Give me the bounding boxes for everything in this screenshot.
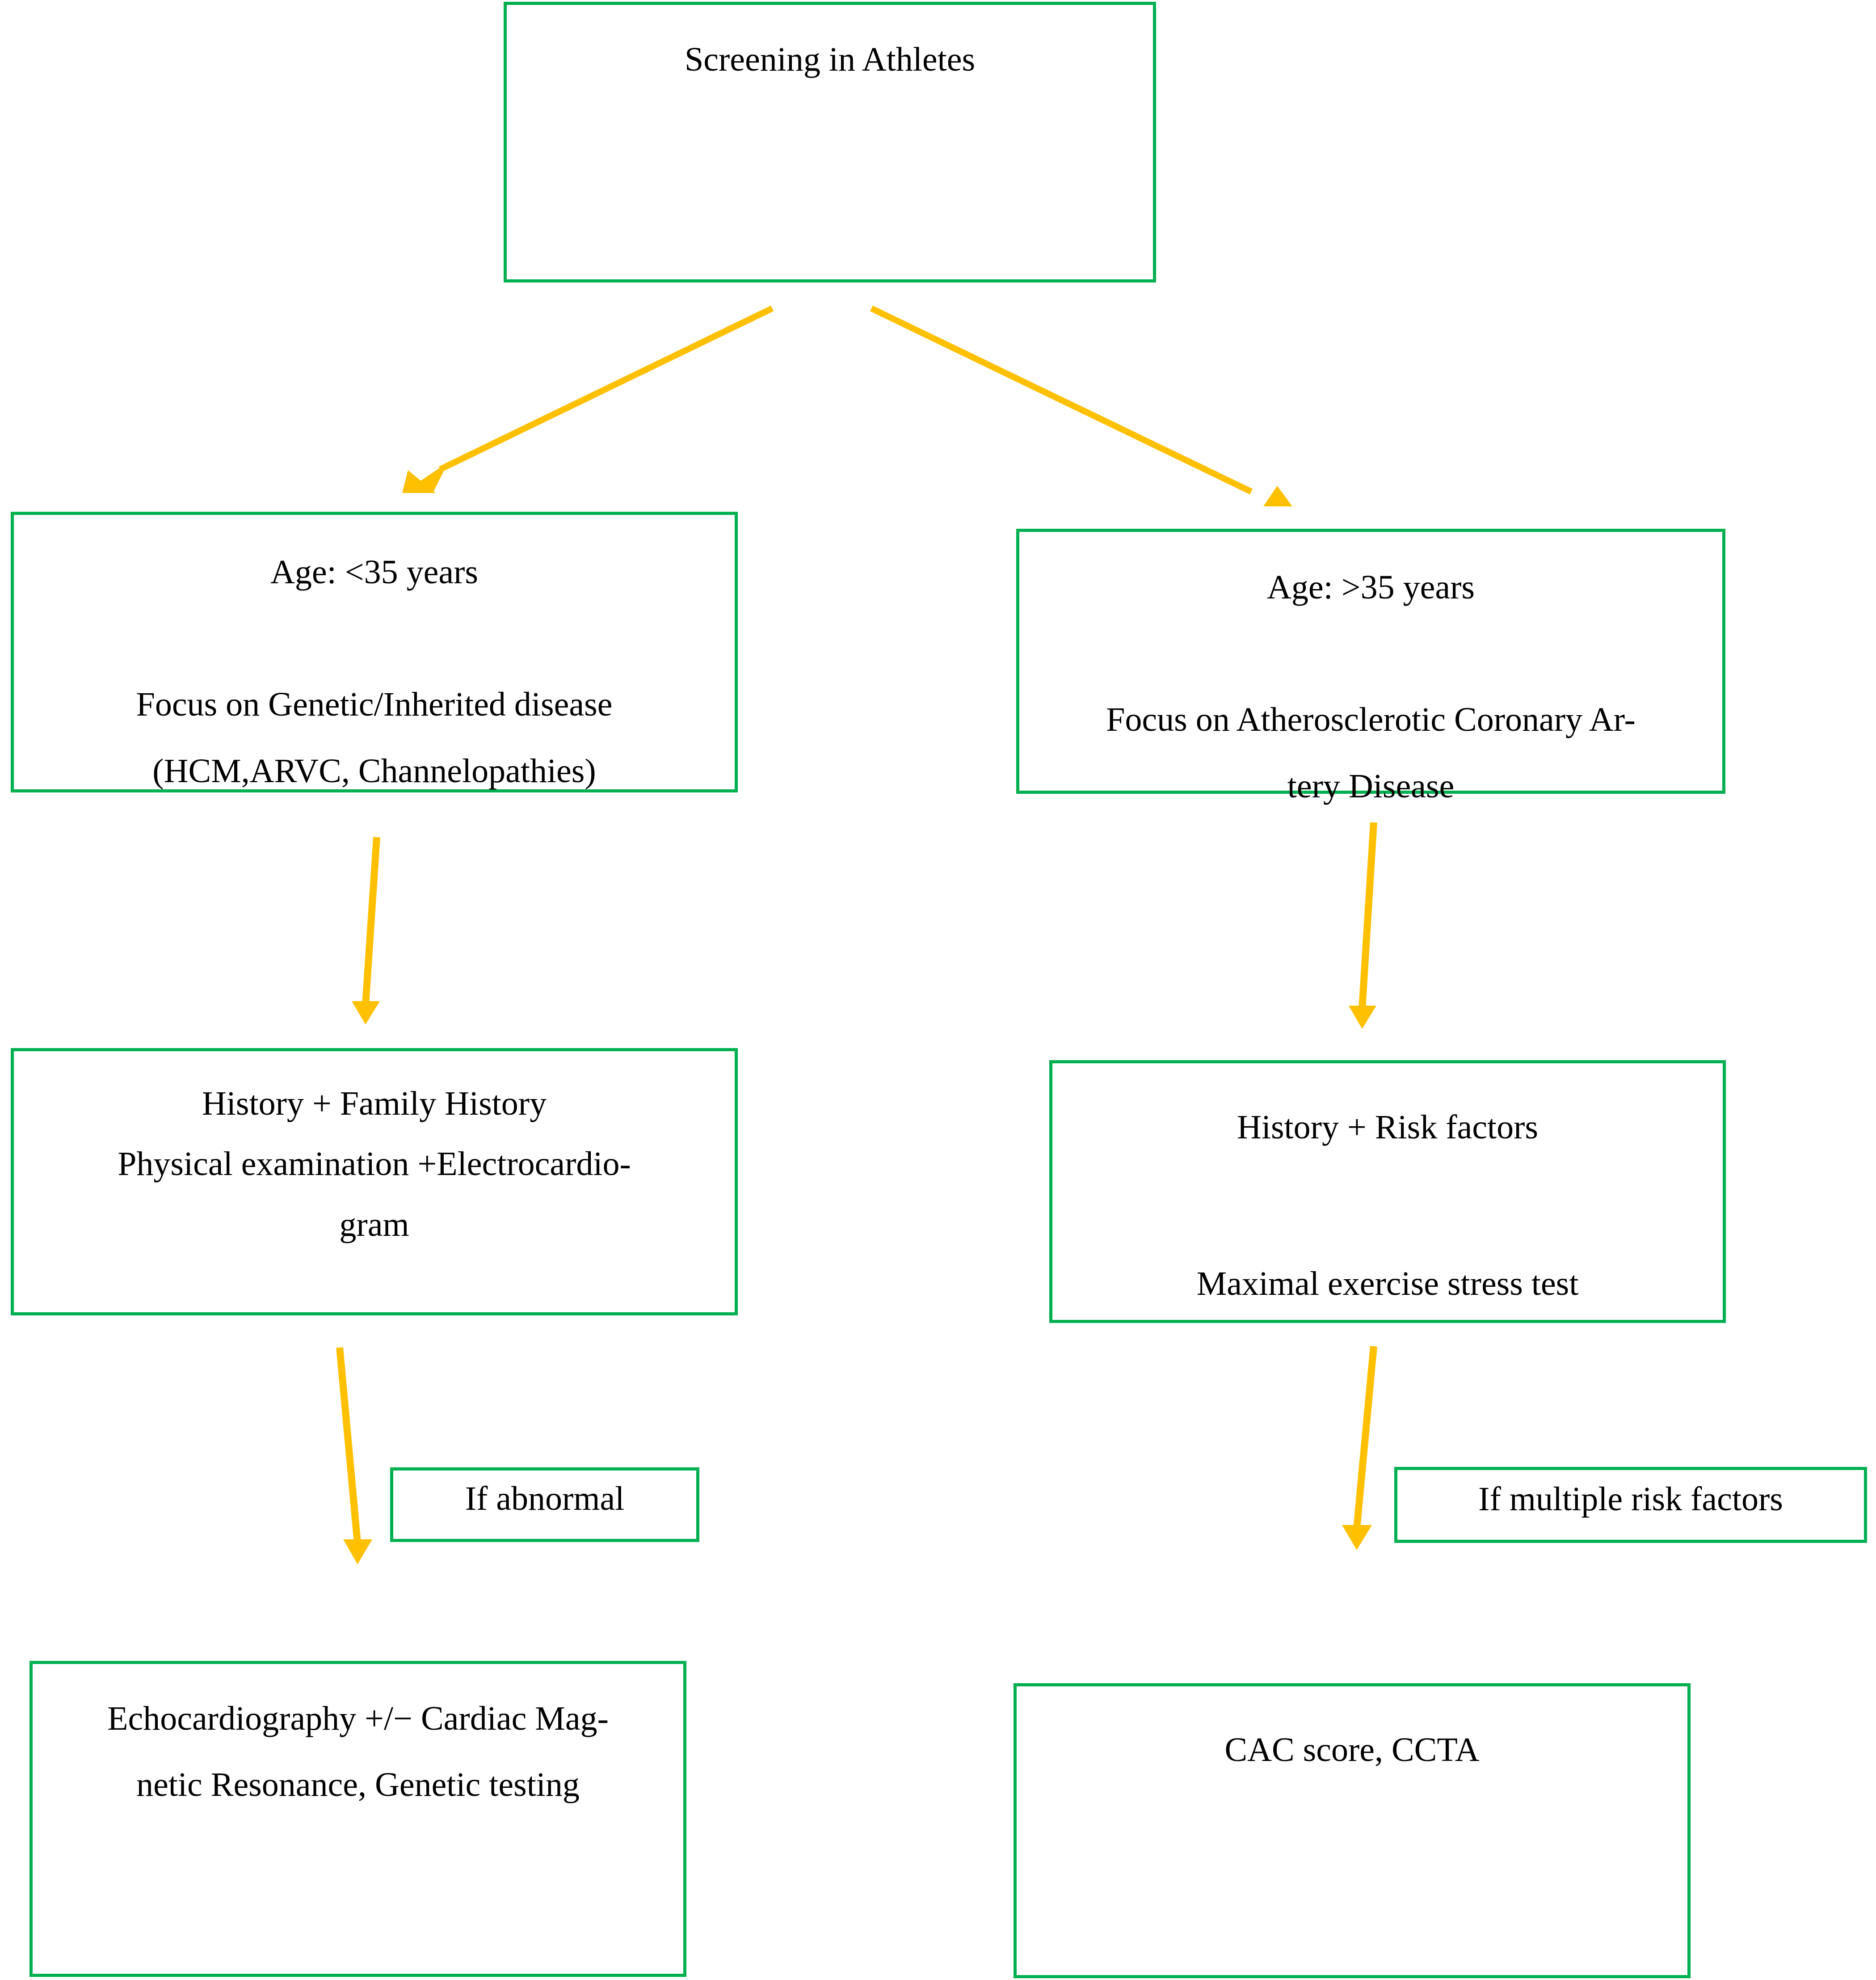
edge-left-evaluation-to-left-final [336, 1347, 372, 1564]
edge-age-over-35-to-right-evaluation [1349, 822, 1377, 1029]
node-condition-if-abnormal[interactable]: If abnormal [390, 1467, 699, 1542]
node-age-under-35[interactable]: Age: <35 years Focus on Genetic/Inherite… [11, 512, 738, 792]
node-left-evaluation[interactable]: History + Family History Physical examin… [11, 1048, 738, 1315]
node-condition-if-multiple-risk-factors[interactable]: If multiple risk factors [1394, 1467, 1867, 1543]
node-left-final-testing[interactable]: Echocardiography +/− Cardiac Mag- netic … [29, 1661, 686, 1977]
edge-root-to-age-under-35 [402, 305, 774, 493]
node-right-final-testing[interactable]: CAC score, CCTA [1014, 1683, 1691, 1978]
node-right-evaluation[interactable]: History + Risk factors Maximal exercise … [1049, 1060, 1726, 1323]
edge-root-to-age-over-35 [870, 305, 1292, 506]
edge-right-evaluation-to-right-final [1342, 1346, 1377, 1550]
edge-age-under-35-to-left-evaluation [352, 837, 380, 1024]
node-age-over-35[interactable]: Age: >35 years Focus on Atherosclerotic … [1016, 529, 1725, 805]
node-screening-in-athletes[interactable]: Screening in Athletes [504, 2, 1156, 282]
